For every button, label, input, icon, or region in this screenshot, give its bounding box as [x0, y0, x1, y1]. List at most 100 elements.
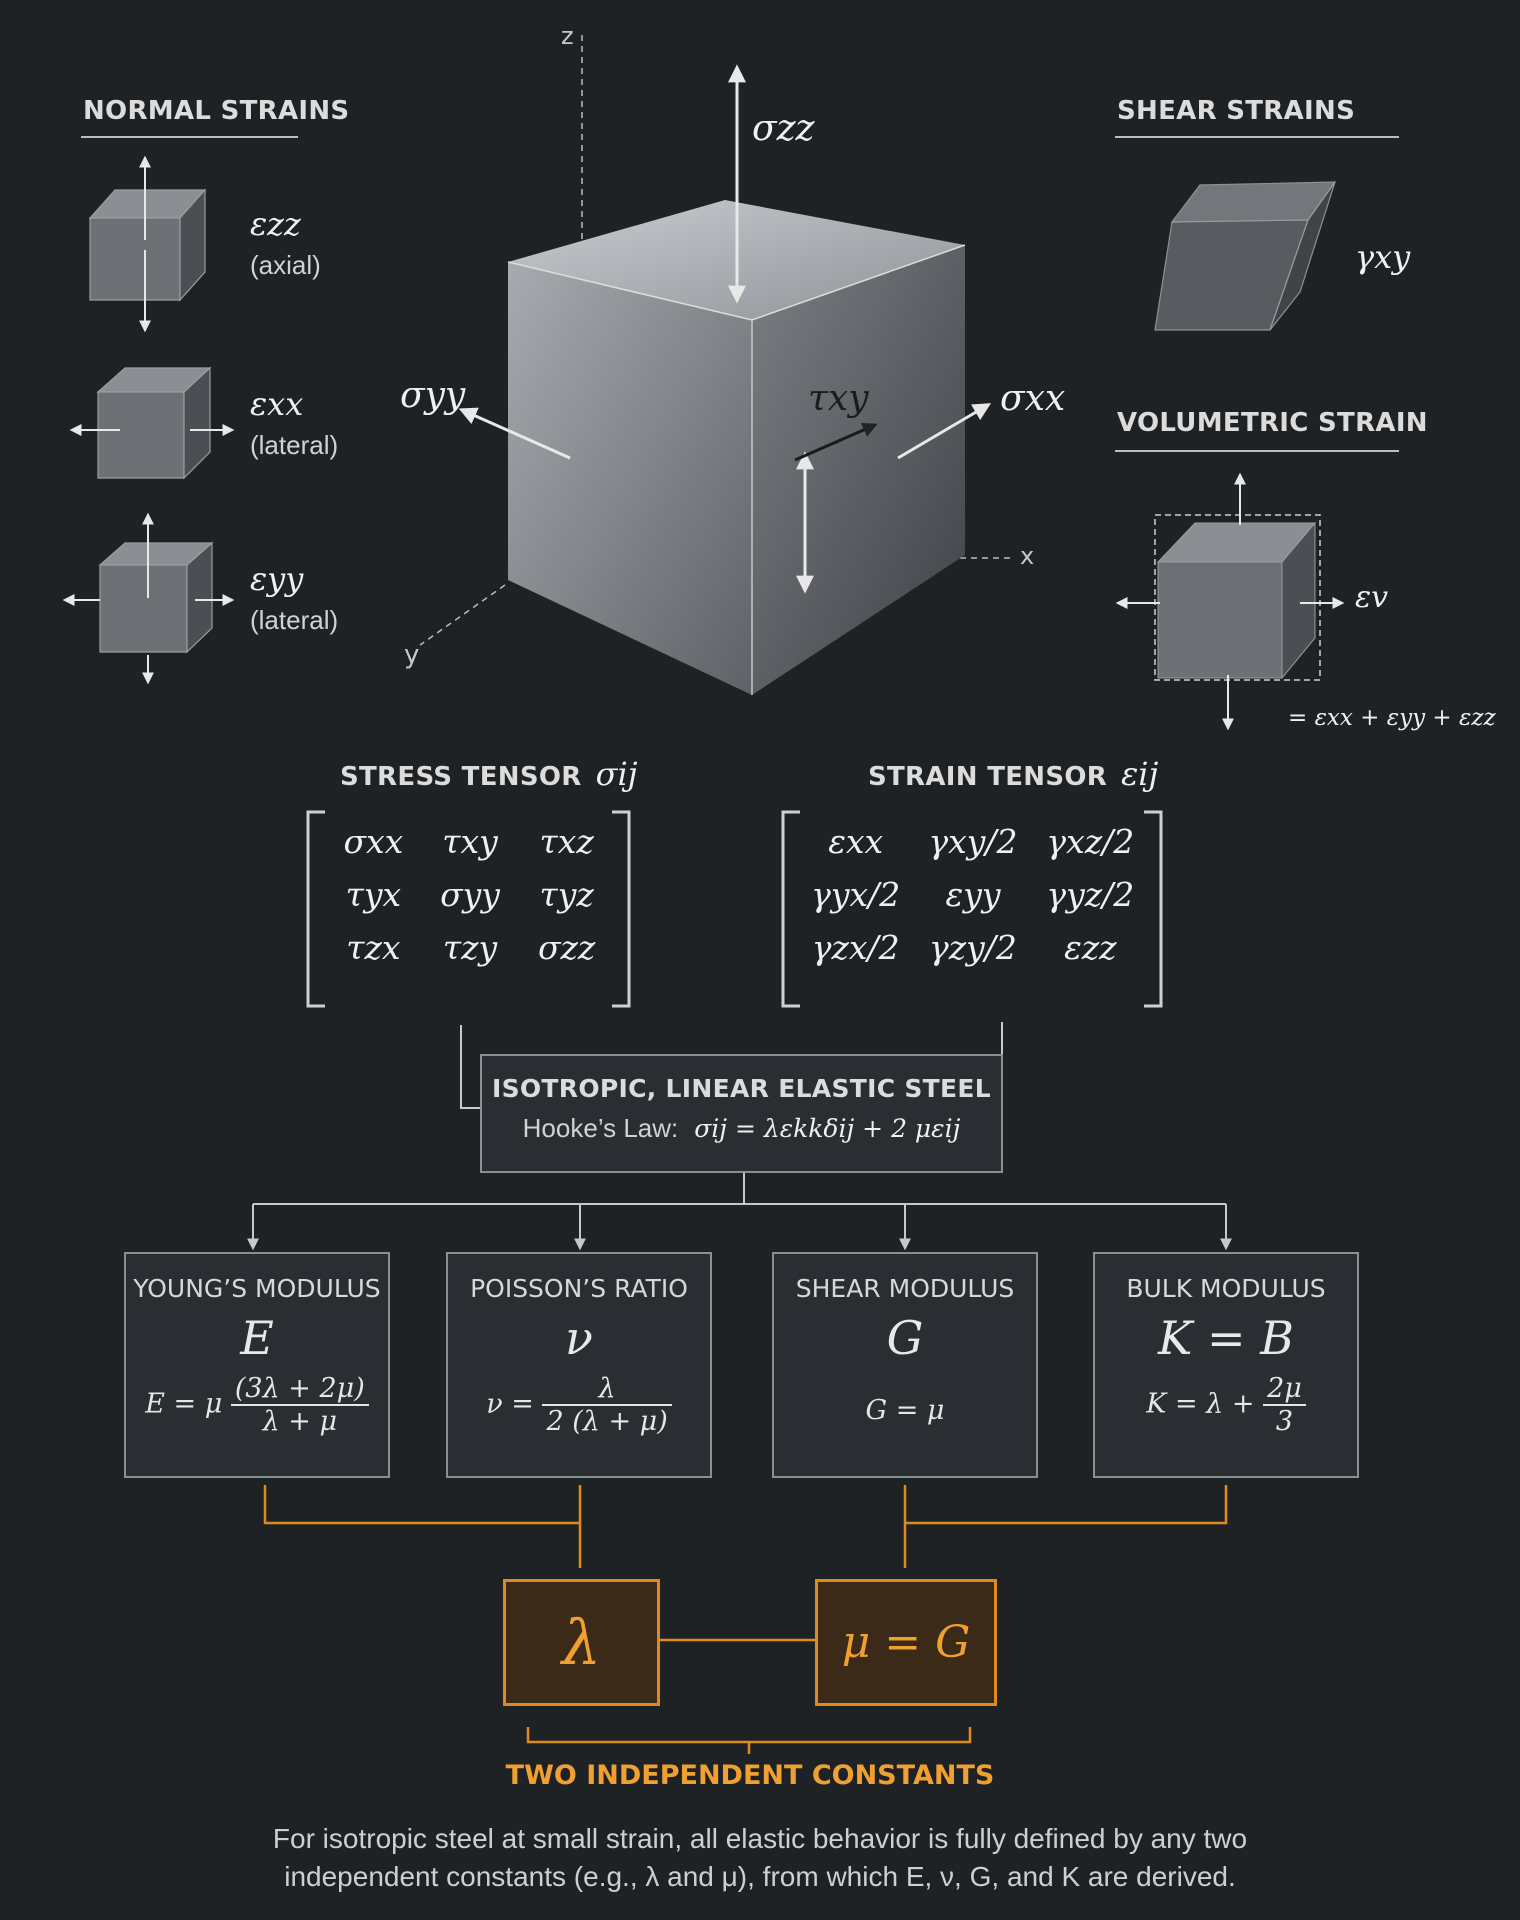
- footer-line-1: For isotropic steel at small strain, all…: [272, 1823, 1248, 1854]
- ezz-cube: [88, 155, 207, 333]
- bulk-modulus-title: BULK MODULUS: [1126, 1274, 1326, 1303]
- sxx-arrow: [897, 403, 992, 460]
- two-constants-caption: TWO INDEPENDENT CONSTANTS: [505, 1760, 995, 1791]
- strain-cell: γxz/2: [1046, 822, 1135, 861]
- poissons-ratio-title: POISSON’S RATIO: [470, 1274, 688, 1303]
- poisson-lhs: ν =: [486, 1388, 534, 1420]
- stress-cell: σxx: [343, 822, 404, 861]
- exx-cube: [69, 366, 235, 480]
- strain-cell: γyz/2: [1046, 875, 1135, 914]
- strain-tensor-matrix: εxx γxy/2 γxz/2 γyx/2 εyy γyz/2 γzx/2 γz…: [797, 822, 1149, 967]
- stress-cell: τxz: [539, 822, 594, 861]
- stress-cell: τzy: [442, 928, 498, 967]
- stress-cell: τyz: [539, 875, 594, 914]
- strain-cell: εyy: [945, 875, 1001, 914]
- exx-label: εxx: [250, 385, 304, 423]
- szz-label: σzz: [752, 108, 815, 149]
- footer-text: For isotropic steel at small strain, all…: [160, 1820, 1360, 1896]
- axes: [419, 35, 1010, 646]
- eyy-label: εyy: [250, 560, 304, 598]
- strain-cell: εzz: [1064, 928, 1117, 967]
- strain-tensor-title: STRAIN TENSOR εij: [868, 755, 1158, 793]
- youngs-lhs: E = μ: [145, 1388, 223, 1420]
- youngs-modulus-formula: E = μ (3λ + 2μ)λ + μ: [126, 1373, 388, 1437]
- volumetric-strain-rule: [1115, 450, 1399, 452]
- hookes-law-box: ISOTROPIC, LINEAR ELASTIC STEEL Hooke’s …: [480, 1054, 1003, 1173]
- shear-modulus-title: SHEAR MODULUS: [795, 1274, 1015, 1303]
- shear-strains-heading: SHEAR STRAINS: [1117, 96, 1356, 126]
- footer-line-2: independent constants (e.g., λ and μ), f…: [284, 1860, 1236, 1892]
- x-axis-label: x: [1020, 542, 1035, 570]
- shear-strains-rule: [1115, 136, 1399, 138]
- stress-cell: σyy: [440, 875, 500, 914]
- stress-bracket-right: [612, 810, 631, 1008]
- youngs-modulus-symbol: E: [240, 1311, 274, 1365]
- gamma-xy-label: γxy: [1355, 238, 1411, 276]
- normal-strain-cubes: [62, 155, 235, 685]
- stress-tensor-symbol: σij: [595, 755, 638, 793]
- stress-tensor-heading: STRESS TENSOR: [340, 762, 582, 792]
- stress-cell: τyx: [345, 875, 402, 914]
- poisson-den: 2 (λ + μ): [546, 1406, 668, 1437]
- law-formula: σij = λεkkδij + 2 μεij: [694, 1114, 961, 1143]
- mu-box: μ = G: [815, 1579, 997, 1706]
- bulk-modulus-symbol: K = B: [1158, 1311, 1294, 1365]
- normal-strains-rule: [81, 136, 298, 138]
- shear-prism: [1154, 181, 1337, 331]
- txy-arrow: [794, 422, 878, 462]
- eyy-cube: [62, 512, 235, 685]
- syy-label: σyy: [400, 375, 466, 416]
- sxx-label: σxx: [1000, 378, 1066, 419]
- cube-right-face: [752, 245, 965, 695]
- ezz-note: (axial): [250, 250, 321, 280]
- z-axis-label: z: [561, 22, 574, 50]
- strain-cell: εxx: [828, 822, 884, 861]
- ezz-label: εzz: [250, 205, 301, 243]
- shear-modulus-formula: G = μ: [865, 1395, 945, 1426]
- stress-bracket-left: [306, 810, 325, 1008]
- syy-arrow: [458, 407, 571, 460]
- normal-strains-heading: NORMAL STRAINS: [83, 96, 350, 126]
- bulk-den: 3: [1275, 1406, 1294, 1437]
- stress-tensor-matrix: σxx τxy τxz τyx σyy τyz τzx τzy σzz: [325, 822, 615, 967]
- volumetric-strain-heading: VOLUMETRIC STRAIN: [1117, 408, 1428, 438]
- stress-arrows: [458, 64, 992, 594]
- orange-connectors: [263, 1485, 1228, 1754]
- strain-cell: γzy/2: [929, 928, 1017, 967]
- stress-cell: σzz: [538, 928, 596, 967]
- y-axis-label: y: [404, 640, 420, 670]
- stress-cell: τzx: [346, 928, 401, 967]
- exx-note: (lateral): [250, 430, 339, 460]
- youngs-modulus-title: YOUNG’S MODULUS: [133, 1274, 381, 1303]
- tensor-brackets: [306, 810, 1163, 1008]
- txy-label: τxy: [808, 378, 869, 419]
- strain-cell: γzx/2: [811, 928, 900, 967]
- bulk-lhs: K = λ +: [1146, 1388, 1255, 1420]
- eyy-note: (lateral): [250, 605, 339, 635]
- strain-cell: γxy/2: [928, 822, 1018, 861]
- lambda-box: λ: [503, 1579, 660, 1706]
- shear-modulus-box: SHEAR MODULUS G G = μ: [772, 1252, 1038, 1478]
- law-label: Hooke’s Law:: [522, 1113, 679, 1143]
- bulk-num: 2μ: [1263, 1373, 1306, 1406]
- stress-cell: τxy: [442, 822, 498, 861]
- volumetric-cube: [1115, 472, 1345, 731]
- poisson-num: λ: [542, 1373, 672, 1406]
- youngs-modulus-box: YOUNG’S MODULUS E E = μ (3λ + 2μ)λ + μ: [124, 1252, 390, 1478]
- shear-modulus-symbol: G: [886, 1311, 924, 1365]
- connectors: [247, 1022, 1232, 1251]
- y-axis-line: [419, 584, 506, 646]
- law-title: ISOTROPIC, LINEAR ELASTIC STEEL: [491, 1074, 992, 1103]
- strain-bracket-right: [1144, 810, 1163, 1008]
- volumetric-sum: = εxx + εyy + εzz: [1288, 705, 1496, 731]
- poissons-ratio-symbol: ν: [565, 1311, 593, 1365]
- stress-tensor-title: STRESS TENSOR σij: [340, 755, 638, 793]
- ev-label: εv: [1355, 580, 1389, 615]
- cube-left-face: [508, 262, 752, 695]
- strain-cell: γyx/2: [811, 875, 901, 914]
